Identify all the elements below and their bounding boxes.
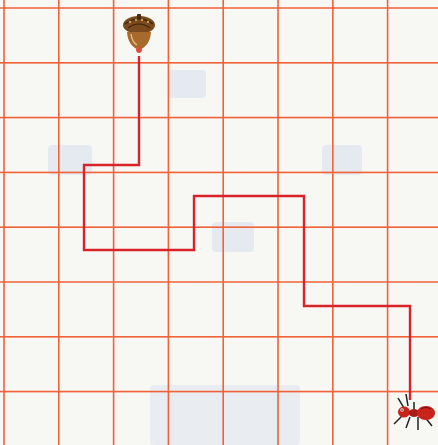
route-line: [84, 56, 410, 400]
acorn-icon[interactable]: [122, 12, 156, 58]
ant-icon[interactable]: [390, 390, 436, 434]
